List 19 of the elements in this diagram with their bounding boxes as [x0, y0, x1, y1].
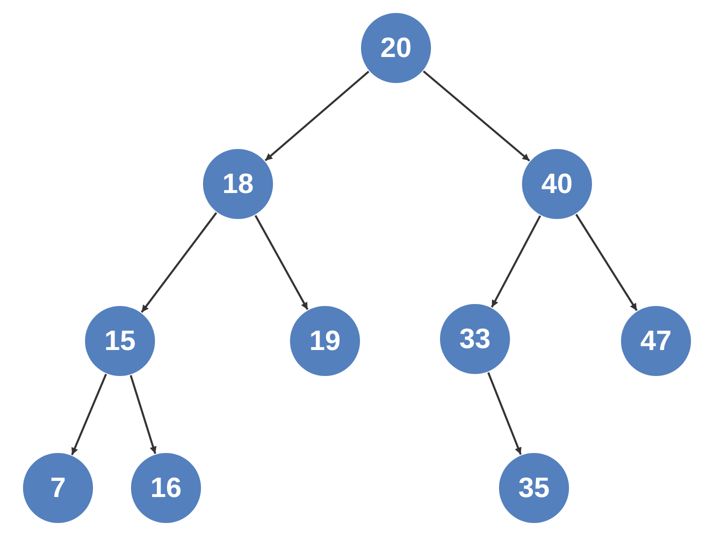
node-value: 40	[541, 170, 573, 198]
arrow	[71, 374, 107, 456]
arrow	[575, 214, 638, 312]
arrow	[422, 70, 530, 162]
node-value: 18	[222, 170, 254, 198]
node-value: 35	[518, 474, 550, 502]
arrow	[140, 212, 218, 313]
node-value: 19	[309, 327, 341, 355]
arrow	[264, 70, 370, 162]
node-value: 47	[640, 327, 672, 355]
arrow	[254, 215, 308, 310]
arrow	[490, 215, 542, 308]
arrow	[130, 375, 156, 454]
node-value: 7	[50, 474, 66, 502]
node-value: 33	[459, 325, 491, 353]
node-value: 16	[150, 474, 182, 502]
arrow	[487, 372, 522, 455]
node-value: 15	[104, 327, 136, 355]
node-value: 20	[380, 34, 412, 62]
